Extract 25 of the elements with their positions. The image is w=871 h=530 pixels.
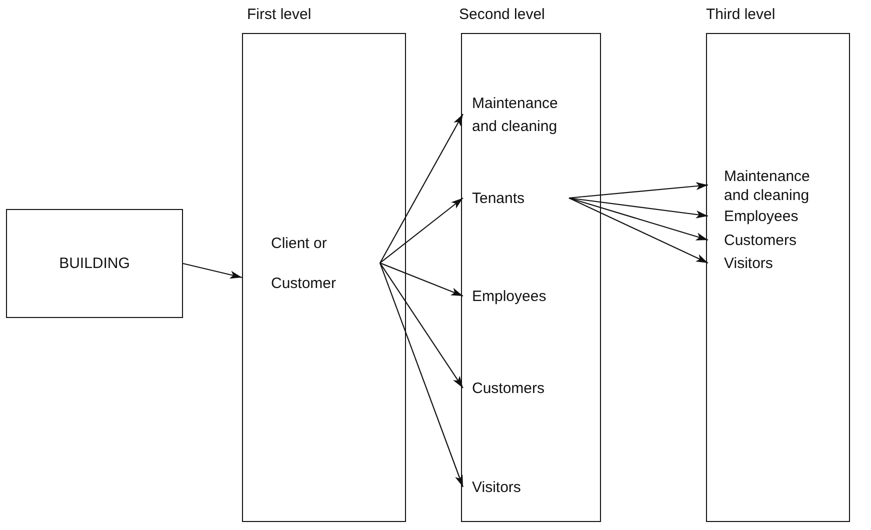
node-label: Customers xyxy=(472,379,545,399)
level-heading: Second level xyxy=(459,6,545,23)
node-label: Visitors xyxy=(724,254,773,274)
node-label: Client or Customer xyxy=(271,234,338,294)
node-label: Tenants xyxy=(472,189,525,209)
node-label: Employees xyxy=(724,207,798,227)
box-label: BUILDING xyxy=(59,255,130,272)
arrow xyxy=(568,197,708,241)
arrow xyxy=(568,197,708,218)
node-label: Maintenance and cleaning xyxy=(472,94,559,137)
level-heading: Third level xyxy=(706,6,776,23)
arrow xyxy=(182,262,242,279)
arrow xyxy=(568,198,708,264)
node-label: Employees xyxy=(472,287,546,307)
arrow xyxy=(380,198,464,264)
arrow xyxy=(568,182,708,199)
arrow xyxy=(380,262,464,388)
node-label: Maintenance and cleaning xyxy=(724,167,811,205)
arrow xyxy=(379,262,464,488)
level-heading: First level xyxy=(247,6,312,23)
arrow xyxy=(380,262,464,297)
arrow xyxy=(380,114,464,264)
node-label: Customers xyxy=(724,231,797,251)
node-label: Visitors xyxy=(472,478,521,498)
process-box xyxy=(6,209,183,318)
